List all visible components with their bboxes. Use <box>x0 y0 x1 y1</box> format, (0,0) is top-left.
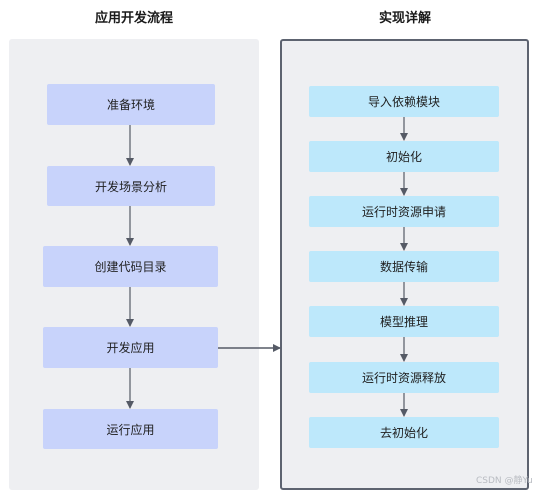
watermark: CSDN @静Yu <box>476 476 533 486</box>
detail-data-transfer: 数据传输 <box>309 251 499 282</box>
right-column-title: 实现详解 <box>378 11 431 26</box>
step-create-code-directory: 创建代码目录 <box>43 246 218 287</box>
step-run-application: 运行应用 <box>43 409 218 449</box>
detail-runtime-resource-release: 运行时资源释放 <box>309 362 499 393</box>
left-column-title: 应用开发流程 <box>94 11 173 26</box>
detail-initialize: 初始化 <box>309 141 499 172</box>
detail-deinitialize: 去初始化 <box>309 417 499 448</box>
detail-import-modules: 导入依赖模块 <box>309 86 499 117</box>
step-prepare-environment: 准备环境 <box>47 84 215 125</box>
step-scenario-analysis: 开发场景分析 <box>47 166 215 206</box>
detail-model-inference: 模型推理 <box>309 306 499 337</box>
detail-runtime-resource-request: 运行时资源申请 <box>309 196 499 227</box>
step-develop-application: 开发应用 <box>43 327 218 368</box>
